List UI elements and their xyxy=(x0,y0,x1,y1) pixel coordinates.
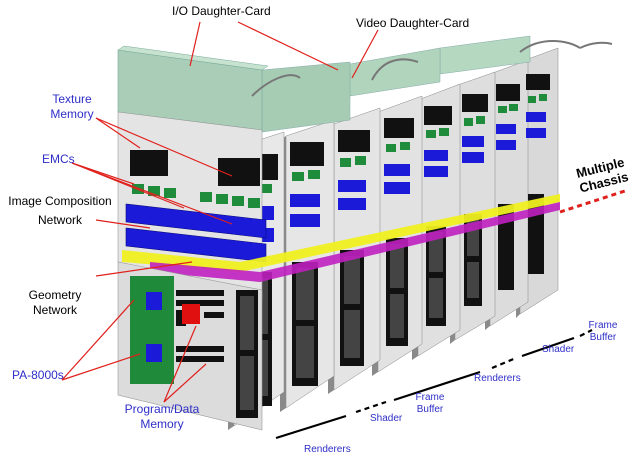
emcs-label: EMCs xyxy=(42,152,75,166)
geometry-network-label: Geometry Network xyxy=(28,288,82,317)
renderers-label-2: Renderers xyxy=(474,373,521,384)
chip-column-3 xyxy=(338,130,370,366)
chip-column-2 xyxy=(290,142,324,386)
texture-memory-label: Texture Memory xyxy=(50,92,94,121)
callout-lines xyxy=(61,21,379,403)
renderers-label-1: Renderers xyxy=(304,444,351,455)
shader-label-2: Shader xyxy=(542,344,575,355)
cable-1 xyxy=(251,74,301,97)
geometry-network-band xyxy=(150,202,560,282)
chip-column-5 xyxy=(424,106,452,326)
board-role-bracket xyxy=(275,329,593,440)
cable-4 xyxy=(579,41,613,49)
cable-2 xyxy=(371,58,419,81)
io-daughter-card-top xyxy=(117,45,269,71)
daughter-card-mid xyxy=(261,61,351,133)
frame-buffer-label-1: Frame Buffer xyxy=(415,392,445,415)
front-board xyxy=(117,111,560,431)
pa8000-chip-2 xyxy=(146,344,162,362)
pa8000-chip-1 xyxy=(146,292,162,310)
video-daughter-card xyxy=(349,47,441,97)
texture-memory-chip-1 xyxy=(130,150,168,176)
frame-buffer-label-2: Frame Buffer xyxy=(588,320,618,343)
pa8000s-label: PA-8000s xyxy=(12,368,64,382)
chip-column-4 xyxy=(384,118,414,346)
chip-column-7 xyxy=(496,84,520,290)
image-composition-network-label: Image Composition Network xyxy=(8,194,112,227)
shader-label-1: Shader xyxy=(370,413,403,424)
video-daughter-card-label: Video Daughter-Card xyxy=(356,16,470,30)
multiple-chassis-dots xyxy=(559,188,629,214)
program-data-memory-label: Program/Data Memory xyxy=(124,402,200,431)
texture-memory-chip-2 xyxy=(218,158,260,186)
daughter-cards xyxy=(117,35,613,133)
chip-column-6 xyxy=(462,94,488,306)
emc-bar-1 xyxy=(125,203,267,239)
cable-3 xyxy=(519,40,581,53)
io-daughter-card-label: I/O Daughter-Card xyxy=(172,4,271,18)
program-data-memory-chips xyxy=(176,290,224,362)
